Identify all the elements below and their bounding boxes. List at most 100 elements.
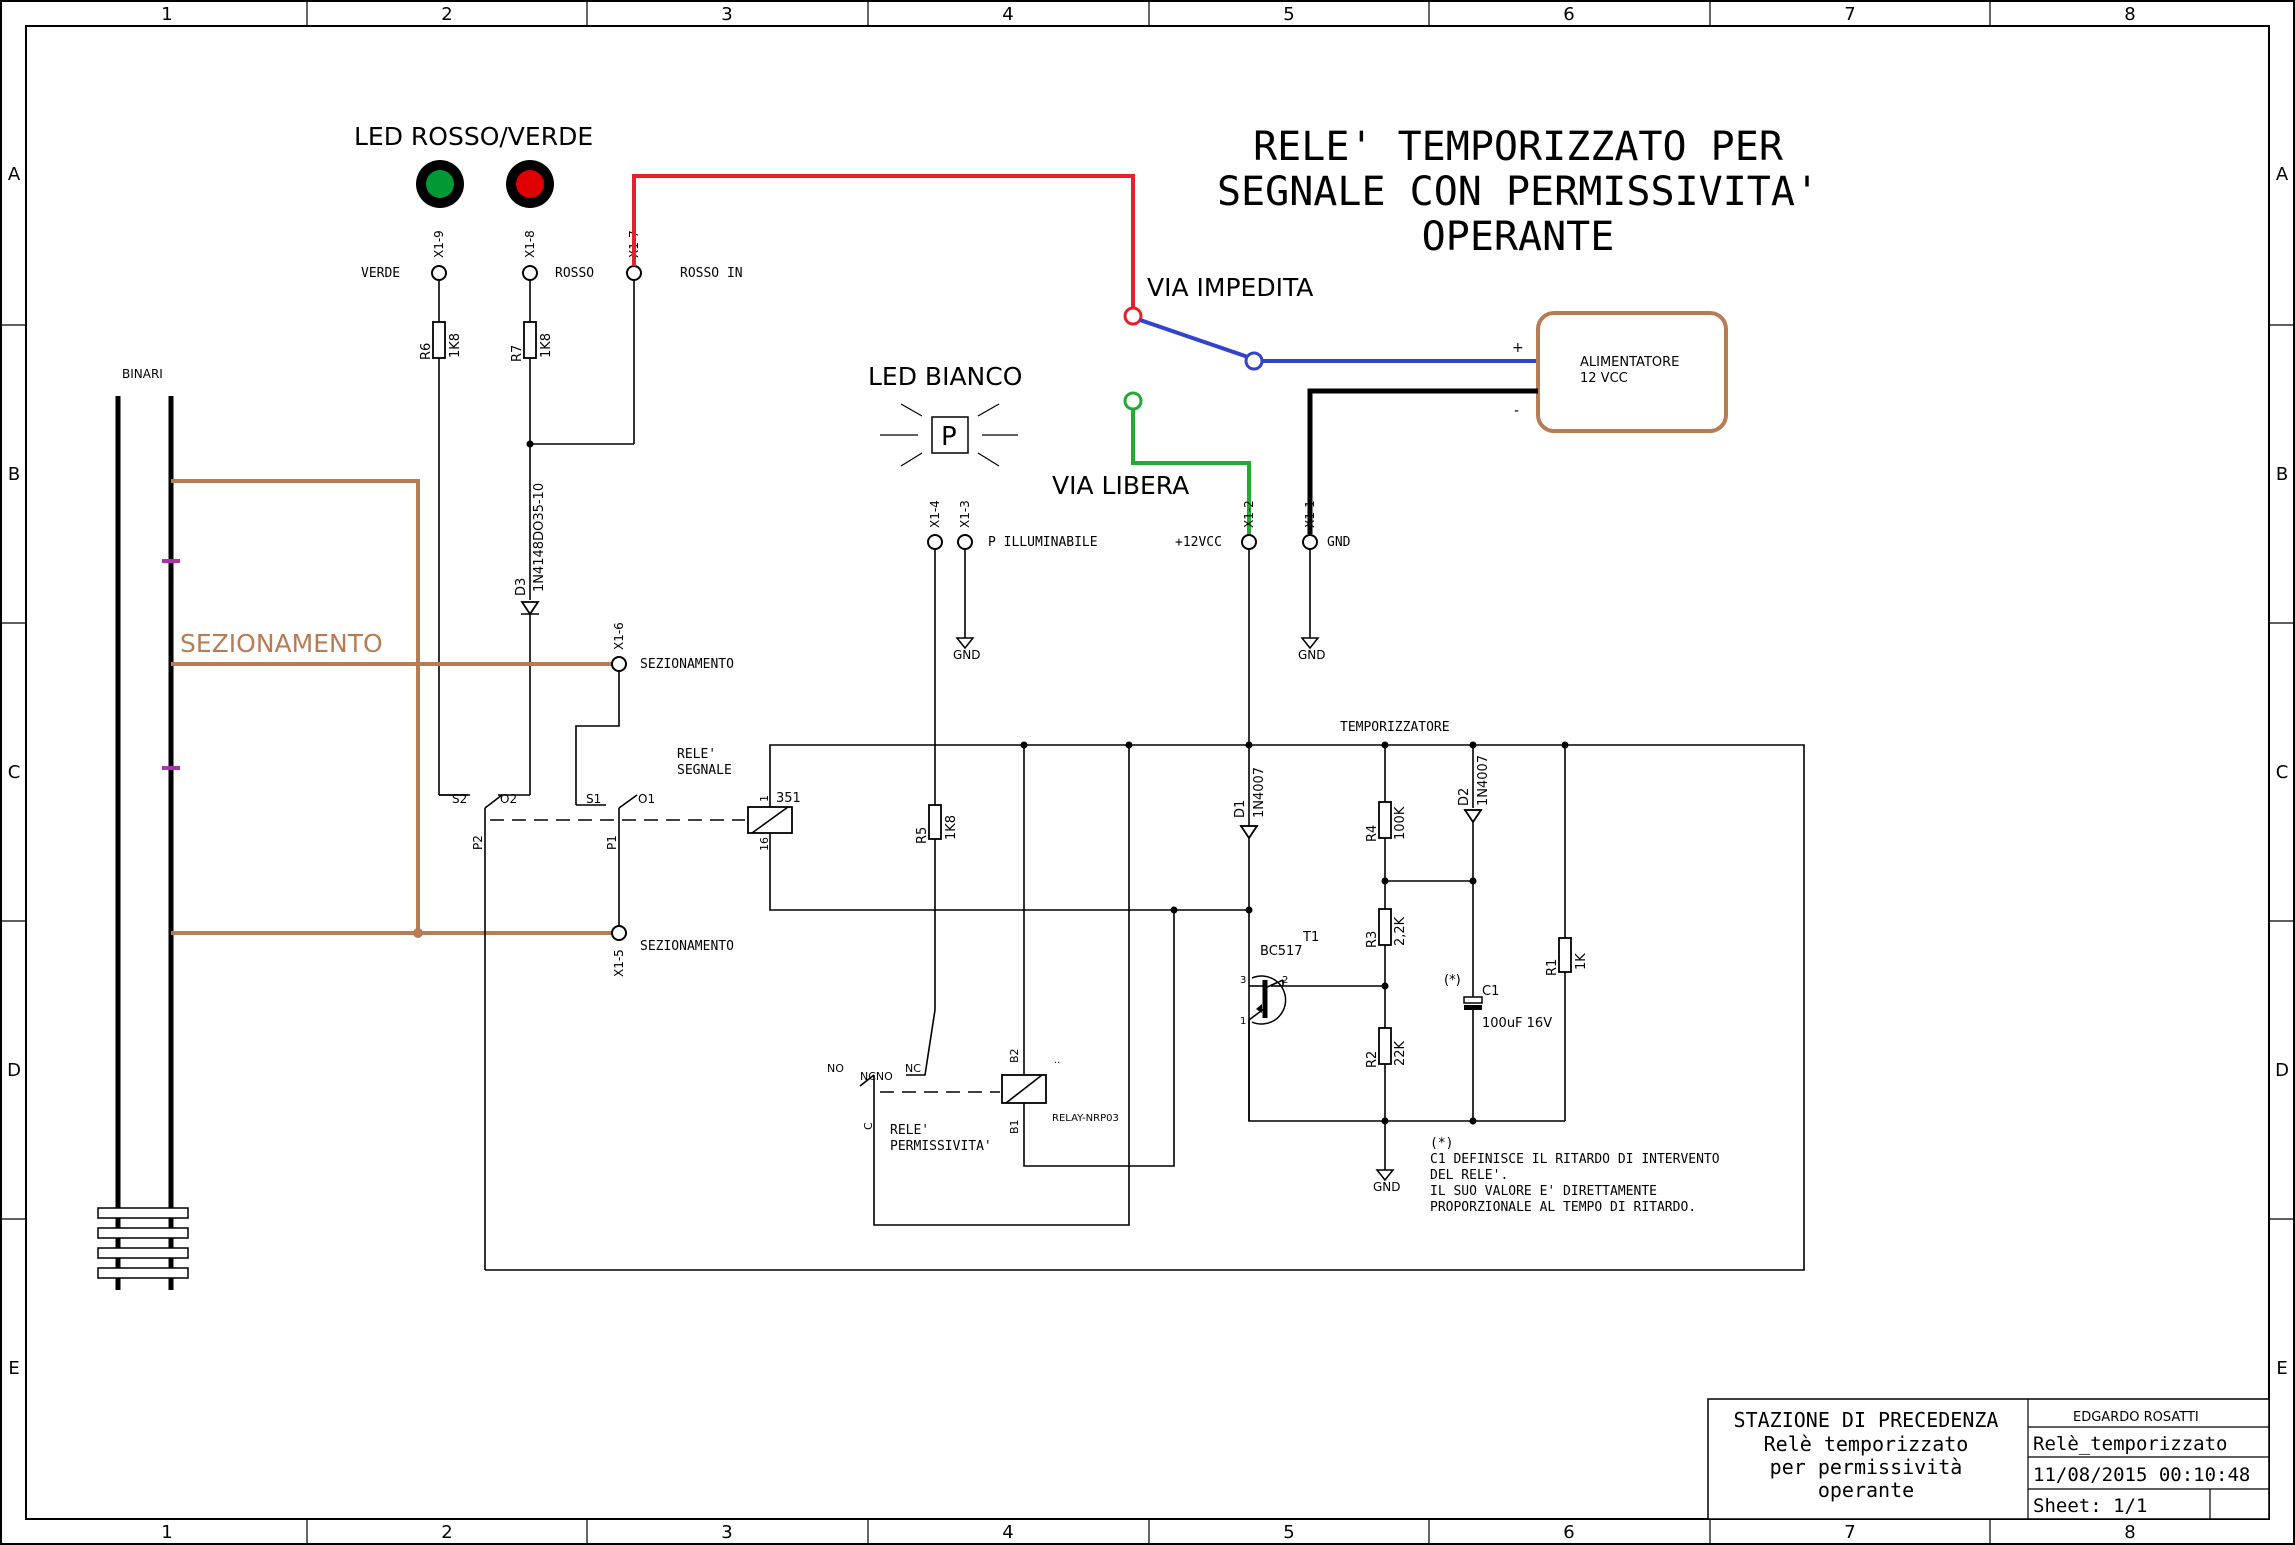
supply-voltage: 12 VCC: [1580, 371, 1628, 386]
x1-5-label: X1-5: [612, 949, 626, 977]
rosso-label: ROSSO: [555, 266, 594, 281]
switch-contact-libera[interactable]: [1123, 391, 1143, 411]
design-note: (*) C1 DEFINISCE IL RITARDO DI INTERVENT…: [1430, 1136, 1720, 1215]
relay-pin: 1: [758, 795, 771, 802]
ground-icon: [1375, 1169, 1395, 1182]
resistor-r2: [1378, 1027, 1392, 1065]
terminal-x1-6[interactable]: [611, 656, 627, 672]
wire-rosso: [632, 174, 1135, 307]
switch-lever[interactable]: [1139, 318, 1249, 359]
x1-3-label: X1-3: [958, 500, 972, 528]
datetime: 11/08/2015 00:10:48: [2033, 1464, 2250, 1486]
title-line: OPERANTE: [1422, 214, 1615, 260]
title-block: STAZIONE DI PRECEDENZA Relè temporizzato…: [1707, 1398, 2270, 1520]
row-label: E: [2276, 1358, 2287, 1379]
note-line: IL SUO VALORE E' DIRETTAMENTE: [1430, 1184, 1657, 1199]
gnd-symbol-label: GND: [1373, 1180, 1401, 1194]
t1-label: T1: [1302, 930, 1319, 945]
r4-value: 100K: [1393, 806, 1408, 840]
note-mark: (*): [1430, 1136, 1453, 1151]
p-illuminabile-label: P ILLUMINABILE: [988, 535, 1098, 550]
c-label: C: [862, 1122, 875, 1130]
r2-label: R2: [1365, 1051, 1380, 1068]
wire-negative: [1307, 388, 1538, 534]
title-line: RELE' TEMPORIZZATO PER: [1253, 124, 1784, 170]
sez2-label: SEZIONAMENTO: [640, 939, 734, 954]
r1-label: R1: [1545, 959, 1560, 976]
ncno-label: NCNO: [860, 1070, 893, 1083]
gnd-terminal-label: GND: [1327, 535, 1351, 550]
resistor-r7: [523, 321, 537, 359]
terminal-x1-7[interactable]: [626, 265, 642, 281]
transistor-t1: T1 BC517 3 2 1: [1240, 930, 1385, 1027]
note-line: DEL RELE'.: [1430, 1168, 1508, 1183]
relay-segnale-label: SEGNALE: [677, 763, 732, 778]
light-rays-icon: [880, 403, 1018, 467]
col-label: 1: [161, 1522, 172, 1543]
led-bianco-label: LED BIANCO: [868, 362, 1022, 391]
power-supply: ALIMENTATORE 12 VCC + -: [1512, 311, 1728, 433]
col-label: 6: [1563, 1522, 1574, 1543]
via-libera-label: VIA LIBERA: [1052, 471, 1189, 500]
x1-9-label: X1-9: [432, 230, 446, 258]
led-rosso-verde: LED ROSSO/VERDE: [354, 122, 593, 208]
diagram-title: RELE' TEMPORIZZATO PER SEGNALE CON PERMI…: [1217, 124, 1819, 260]
filename: Relè_temporizzato: [2033, 1433, 2227, 1455]
x1-2-label: X1-2: [1242, 500, 1256, 528]
terminal-x1-1[interactable]: [1302, 534, 1318, 550]
x1-8-label: X1-8: [523, 230, 537, 258]
relay-code: 351: [776, 791, 801, 806]
terminal-x1-8[interactable]: [522, 265, 538, 281]
sheet-number: Sheet: 1/1: [2033, 1495, 2147, 1517]
diode-d2: [1463, 809, 1483, 824]
gnd-symbol-label: GND: [1298, 648, 1326, 662]
terminal-x1-4[interactable]: [927, 534, 943, 550]
terminal-x1-2[interactable]: [1241, 534, 1257, 550]
c1-value: 100uF 16V: [1482, 1016, 1552, 1031]
project-subtitle: operante: [1818, 1478, 1914, 1502]
o2-label: O2: [500, 792, 517, 806]
resistor-r5: [928, 804, 942, 840]
c1-label: C1: [1482, 984, 1499, 999]
t1-value: BC517: [1260, 944, 1303, 959]
wire-verde: [1131, 409, 1251, 534]
ground-icon: [1300, 637, 1320, 650]
sez1-label: SEZIONAMENTO: [640, 657, 734, 672]
resistor-r1: [1558, 937, 1572, 973]
b1-label: B1: [1008, 1119, 1021, 1134]
relay-perm-part: RELAY-NRP03: [1052, 1113, 1119, 1124]
col-label: 6: [1563, 4, 1574, 25]
p-indicator-icon: [931, 416, 969, 454]
row-label: D: [7, 1060, 21, 1081]
relay-perm-dots: ..: [1054, 1055, 1060, 1066]
input-terminals: X1-4 X1-3 P ILLUMINABILE GND X1-2 +12VCC…: [927, 500, 1351, 662]
d2-value: 1N4007: [1476, 755, 1491, 806]
switch-common-contact[interactable]: [1244, 351, 1264, 371]
row-label: A: [8, 164, 21, 185]
project-subtitle: Relè temporizzato: [1764, 1432, 1969, 1456]
p2-label: P2: [471, 835, 485, 850]
green-led-icon: [426, 170, 454, 198]
col-label: 5: [1283, 1522, 1294, 1543]
c1-mark: (*): [1444, 973, 1461, 988]
relay-permissivita: R5 1K8 NO NCNO NC C RELE' PERMISSIVITA' …: [827, 549, 1175, 1226]
author: EDGARDO ROSATTI: [2073, 1410, 2199, 1425]
terminal-x1-9[interactable]: [431, 265, 447, 281]
switch-contact-impedita[interactable]: [1123, 306, 1143, 326]
x1-6-label: X1-6: [612, 622, 626, 650]
temporizzatore-board: TEMPORIZZATORE D1 1N4007 R4 100K R3 2,2K: [485, 549, 1805, 1271]
row-label: E: [8, 1358, 19, 1379]
r4-label: R4: [1365, 825, 1380, 842]
title-line: SEGNALE CON PERMISSIVITA': [1217, 169, 1819, 215]
t1-pin: 2: [1282, 975, 1288, 986]
d1-value: 1N4007: [1252, 767, 1267, 818]
note-line: PROPORZIONALE AL TEMPO DI RITARDO.: [1430, 1200, 1696, 1215]
row-label: A: [2276, 164, 2289, 185]
col-label: 7: [1844, 4, 1855, 25]
r5-label: R5: [915, 827, 930, 844]
terminal-x1-5[interactable]: [611, 925, 627, 941]
sezionamento-track-label: SEZIONAMENTO: [180, 629, 383, 658]
col-label: 4: [1002, 4, 1013, 25]
terminal-x1-3[interactable]: [957, 534, 973, 550]
sezionamento-terminals: X1-6 SEZIONAMENTO X1-5 SEZIONAMENTO: [575, 622, 734, 977]
